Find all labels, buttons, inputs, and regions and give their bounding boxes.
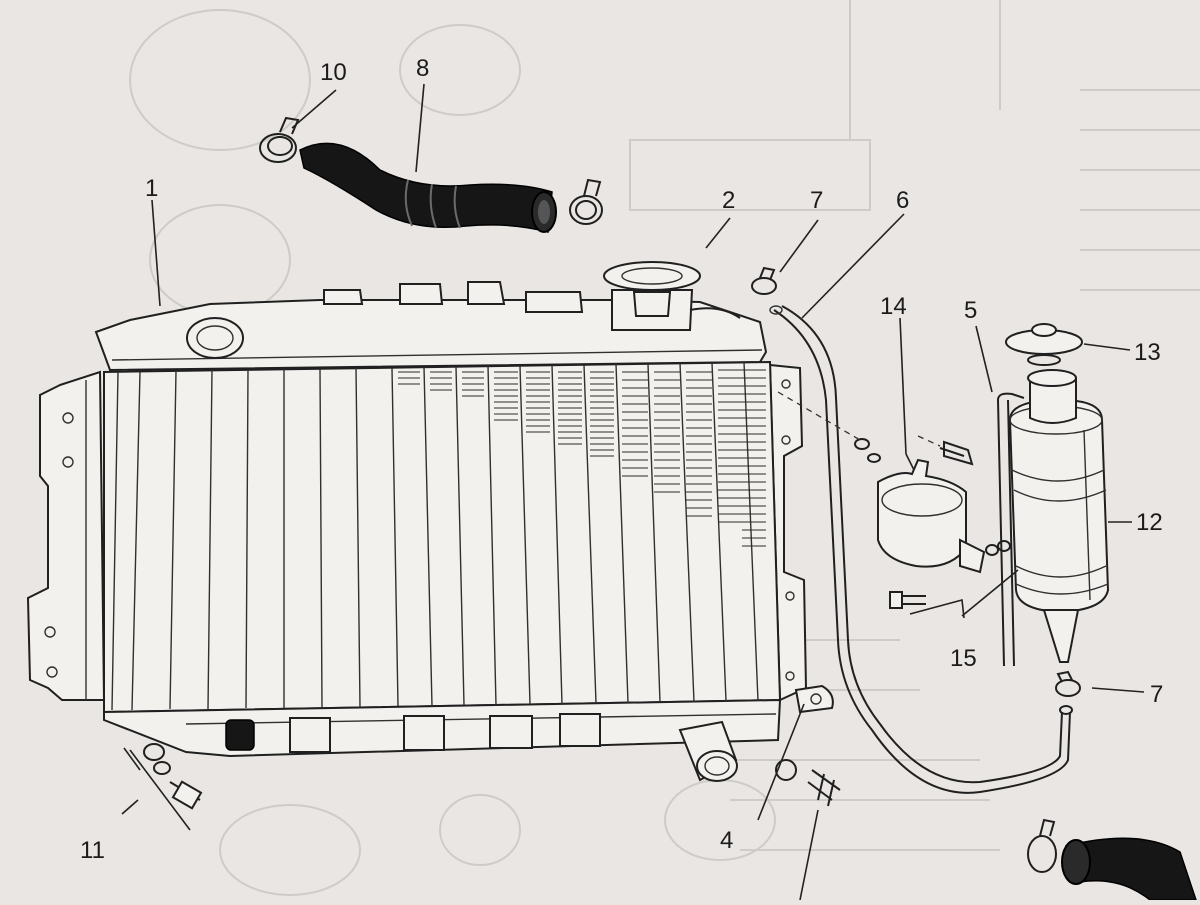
callout-10: 10 (320, 59, 347, 86)
expansion-tank-cap (1005, 323, 1083, 366)
pipe-clip-lower (1055, 670, 1081, 697)
callout-2: 2 (722, 187, 735, 214)
bottom-bolt-set (143, 743, 203, 810)
tank-vent-pipe (997, 392, 1025, 667)
callout-12: 12 (1136, 509, 1163, 536)
callout-8: 8 (416, 55, 429, 82)
callout-5: 5 (964, 297, 977, 324)
callout-labels: 1 2 4 5 6 7 7 8 10 11 12 13 14 15 (80, 55, 1163, 864)
drain-tap (775, 759, 841, 807)
bottom-hose-partial (1027, 818, 1198, 901)
callout-13: 13 (1134, 339, 1161, 366)
expansion-tank (1008, 369, 1110, 663)
bolts-and-washers (777, 391, 1011, 609)
callout-11: 11 (80, 837, 105, 864)
callout-15: 15 (950, 645, 977, 672)
callout-6: 6 (896, 187, 909, 214)
callout-14: 14 (880, 293, 907, 320)
pipe-clip-upper (751, 266, 777, 295)
callout-leaders (121, 83, 1145, 901)
callout-4: 4 (720, 827, 733, 854)
top-hose (299, 142, 557, 233)
radiator-core-tubes (111, 361, 759, 711)
hose-clip-left (259, 116, 300, 163)
tank-mounting-strap (877, 458, 986, 574)
overflow-pipe (769, 305, 1073, 794)
radiator-assembly (26, 261, 834, 782)
callout-1: 1 (145, 175, 158, 202)
callout-7-lower: 7 (1150, 681, 1163, 708)
callout-7-upper: 7 (810, 187, 823, 214)
radiator-fin-hatching (398, 369, 766, 547)
hose-clip-right (569, 178, 603, 225)
